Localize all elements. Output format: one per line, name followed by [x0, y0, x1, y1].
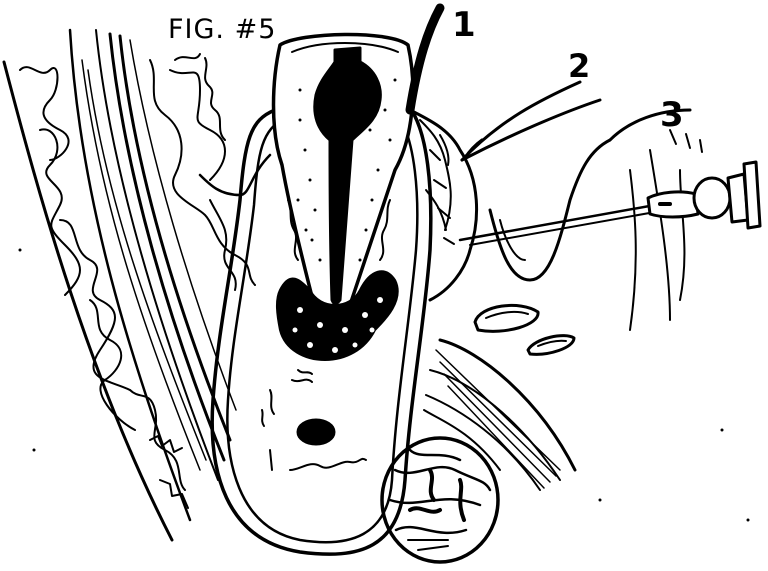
figure-title: FIG. #5: [168, 16, 276, 43]
callout-label-3: 3: [660, 98, 684, 132]
nerve-cross-section: [382, 438, 498, 562]
instrument-1: [410, 8, 440, 110]
right-tissue: [410, 110, 702, 330]
callout-label-2: 2: [568, 50, 590, 82]
vessels: [475, 305, 574, 354]
callout-label-1: 1: [452, 8, 476, 42]
instrument-2: [462, 82, 600, 160]
cheek-tissue: [4, 30, 270, 540]
syringe-3: [460, 162, 760, 245]
